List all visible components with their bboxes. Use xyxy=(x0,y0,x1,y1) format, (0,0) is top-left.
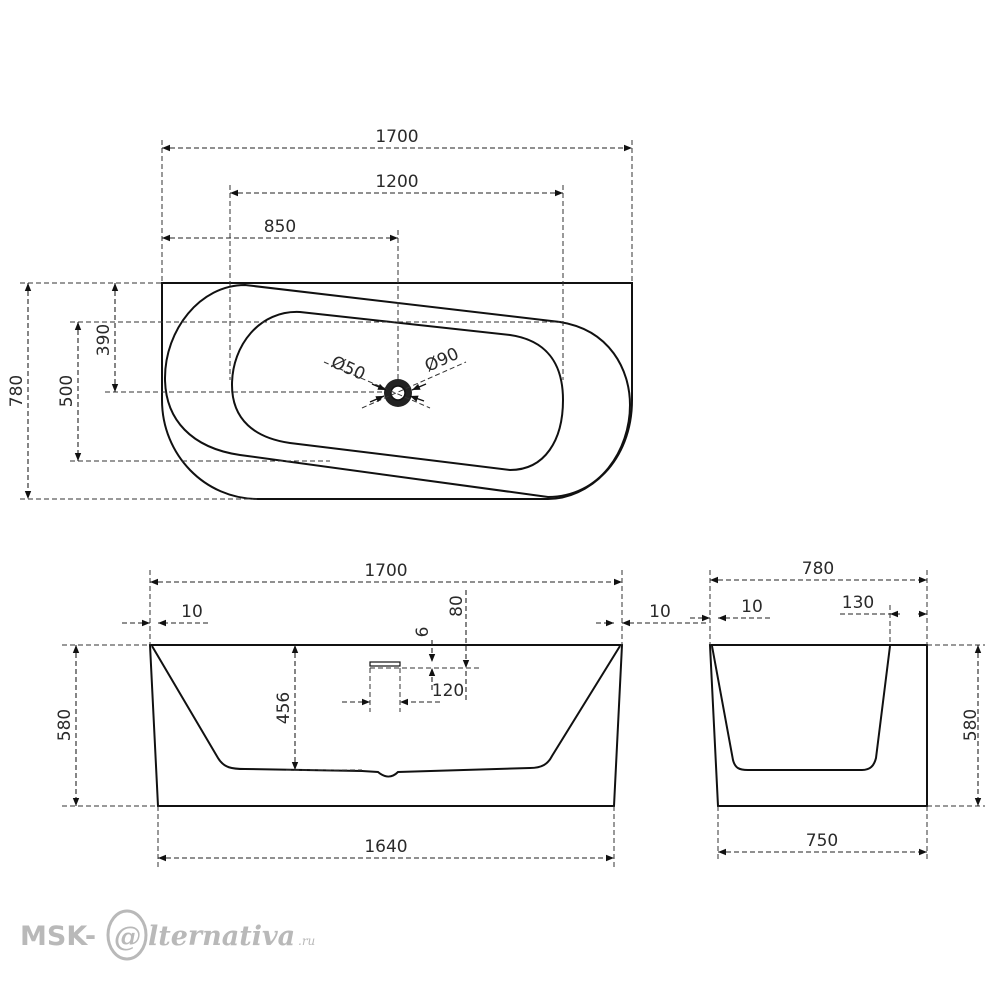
watermark-at-mark: @ xyxy=(114,922,141,953)
front-inner-depth-label: 456 xyxy=(274,692,294,724)
watermark-tld: .ru xyxy=(298,934,315,948)
drain-diameter-label: Ø50 xyxy=(328,352,368,385)
front-height-label: 580 xyxy=(55,709,75,741)
top-inner-width-label: 500 xyxy=(57,375,77,407)
top-view-inner-basin xyxy=(230,310,565,472)
top-drain-depth-label: 390 xyxy=(94,324,114,356)
top-length-label: 1700 xyxy=(375,127,418,147)
overflow-outlet xyxy=(369,661,401,667)
front-base-length-label: 1640 xyxy=(364,837,407,857)
front-view-inner-basin xyxy=(151,645,621,778)
side-wall-label: 10 xyxy=(741,597,763,617)
front-overflow-height-label: 80 xyxy=(447,595,467,617)
watermark-logo: MSK- @ lternativa .ru xyxy=(20,909,315,961)
front-right-wall-label: 10 xyxy=(649,602,671,622)
side-view-outer-outline xyxy=(708,644,928,807)
top-view-outer-outline xyxy=(161,282,633,500)
front-rim-label: 6 xyxy=(413,627,433,638)
top-view: 1700 1200 850 780 500 390 Ø50 Ø90 xyxy=(7,127,633,500)
front-overflow-offset-label: 120 xyxy=(432,681,464,701)
watermark-at-ring xyxy=(106,909,148,961)
top-drain-offset-label: 850 xyxy=(264,217,296,237)
top-width-label: 780 xyxy=(7,375,27,407)
watermark-brand: MSK- xyxy=(20,921,96,952)
watermark-script: lternativa xyxy=(148,921,295,952)
top-view-rim-edge xyxy=(163,283,632,499)
top-drain-span-label: 1200 xyxy=(375,172,418,192)
side-view: 780 10 130 580 750 xyxy=(690,559,985,862)
front-view: 1700 10 10 80 6 120 580 456 1640 xyxy=(55,561,706,868)
overflow-diameter-label: Ø90 xyxy=(422,344,462,377)
side-view-inner-basin xyxy=(711,645,891,771)
side-base-width-label: 750 xyxy=(806,831,838,851)
side-width-label: 780 xyxy=(802,559,834,579)
side-rim-width-label: 130 xyxy=(842,593,874,613)
front-view-outer-outline xyxy=(148,644,624,807)
drain-inner xyxy=(390,385,406,401)
front-length-label: 1700 xyxy=(364,561,407,581)
front-left-wall-label: 10 xyxy=(181,602,203,622)
side-height-label: 580 xyxy=(961,709,981,741)
